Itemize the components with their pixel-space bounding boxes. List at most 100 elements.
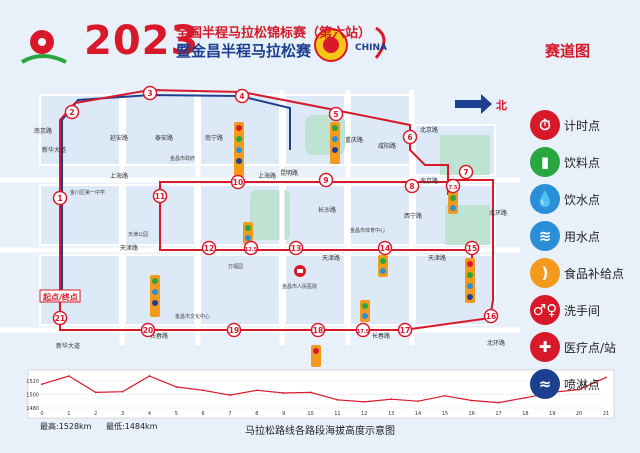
km-marker-13: 13 [288,240,304,256]
elevation-xtick: 0 [40,411,43,417]
legend-label: 饮料点 [564,156,601,170]
km-marker-11: 11 [152,188,168,204]
elevation-point [255,389,258,392]
svg-text:北京路: 北京路 [420,126,438,134]
map-subtitle: 赛道图 [545,42,591,60]
elevation-ytick: 1480 [26,406,39,412]
km-marker-12: 12 [201,240,217,256]
km-marker-20: 20 [140,322,156,338]
svg-text:长沙路: 长沙路 [318,206,336,214]
svg-text:15: 15 [467,244,477,253]
elevation-caption: 马拉松路线各路段海拔高度示意图 [245,426,395,437]
km-marker-8: 8 [404,178,420,194]
legend-item: ✚ 医疗点/站 [526,332,638,362]
sponge-icon: ≋ [530,221,560,251]
event-title-line1: 全国半程马拉松锦标赛（第六站） [176,26,372,41]
svg-text:金昌市体育中心: 金昌市体育中心 [350,227,385,234]
km-marker-19: 19 [226,322,242,338]
water-drop-icon: 💧 [530,184,560,214]
legend-label: 食品补给点 [564,267,625,281]
svg-text:17.5: 17.5 [357,329,370,335]
elevation-min-label: 最低:1484km [106,422,158,431]
legend-item: ≈喷淋点 [526,369,638,399]
km-marker-15: 15 [464,240,480,256]
elevation-xtick: 13 [388,411,394,417]
elevation-xtick: 7 [228,411,231,417]
svg-text:18: 18 [313,326,323,335]
elevation-xtick: 12 [361,411,367,417]
elevation-xtick: 5 [175,411,178,417]
elevation-xtick: 14 [415,411,421,417]
stopwatch-icon: ⏱ [530,110,560,140]
elevation-xtick: 4 [148,411,151,417]
elevation-point [94,391,97,394]
svg-text:延安路: 延安路 [110,134,128,142]
km-marker-5: 5 [328,106,344,122]
elevation-point [497,401,500,404]
elevation-xtick: 1 [67,411,70,417]
elevation-point [148,375,151,377]
elevation-xtick: 9 [282,411,285,417]
elevation-xtick: 17 [495,411,501,417]
aid-station-stacks [150,122,475,367]
elevation-point [309,391,312,394]
svg-text:6: 6 [407,133,412,142]
svg-text:天津路: 天津路 [428,254,446,262]
elevation-xtick: 3 [121,411,124,417]
svg-text:天津路: 天津路 [120,244,138,252]
km-marker-14: 14 [377,240,393,256]
km-marker-16: 16 [483,308,499,324]
elevation-xtick: 2 [94,411,97,417]
elevation-xtick: 18 [522,411,528,417]
svg-text:南京路: 南京路 [34,127,52,135]
svg-text:4: 4 [239,92,244,101]
legend-item: ▮ 饮料点 [526,147,638,177]
elevation-point [336,398,339,401]
svg-text:西宁路: 西宁路 [404,212,422,220]
svg-text:3: 3 [147,89,152,98]
elevation-point [175,386,178,388]
north-label: 北 [496,98,507,112]
km-marker-6: 6 [402,129,418,145]
elevation-xtick: 20 [576,411,582,417]
elevation-xtick: 10 [307,411,313,417]
legend-item: ) 食品补给点 [526,258,638,288]
elevation-max-label: 最高:1528km [40,422,92,431]
elevation-xtick: 16 [469,411,475,417]
route-loop [59,88,494,331]
elevation-point [605,376,607,379]
km-marker-4: 4 [234,88,250,104]
legend-label: 用水点 [564,230,601,244]
event-logo [20,30,67,64]
drink-cup-icon: ▮ [530,147,560,177]
km-marker-10: 10 [230,174,246,190]
banana-icon: ) [530,258,560,288]
legend-label: 医疗点/站 [564,341,617,355]
elevation-ytick: 1500 [26,392,39,398]
start-finish-box [39,289,81,303]
svg-text:5: 5 [333,110,338,119]
svg-text:21: 21 [55,314,65,323]
svg-text:7: 7 [463,168,468,177]
elevation-point [41,383,43,386]
km-marker-17: 17 [397,322,413,338]
elevation-xtick: 19 [549,411,555,417]
elevation-point [524,396,527,399]
svg-text:10: 10 [233,178,243,187]
legend-label: 计时点 [564,119,601,133]
elevation-point [443,394,446,397]
poi-labels: 金川区第一中学 金昌市政府 万福园 金昌市体育中心 天津公园 金昌市文化中心 [70,155,385,320]
shower-icon: ≈ [530,369,560,399]
svg-text:12.5: 12.5 [245,247,258,253]
elevation-point [282,392,285,394]
km-marker-2: 2 [64,104,80,120]
km-marker-18: 18 [310,322,326,338]
svg-text:金昌市文化中心: 金昌市文化中心 [175,313,210,320]
legend-label: 饮水点 [564,193,601,207]
medical-cross-icon: ✚ [530,332,560,362]
athletics-emblem [314,28,348,62]
event-year: 2023 [84,18,200,64]
china-logo-text: CHINA [355,43,387,53]
elevation-xtick: 21 [603,411,609,417]
